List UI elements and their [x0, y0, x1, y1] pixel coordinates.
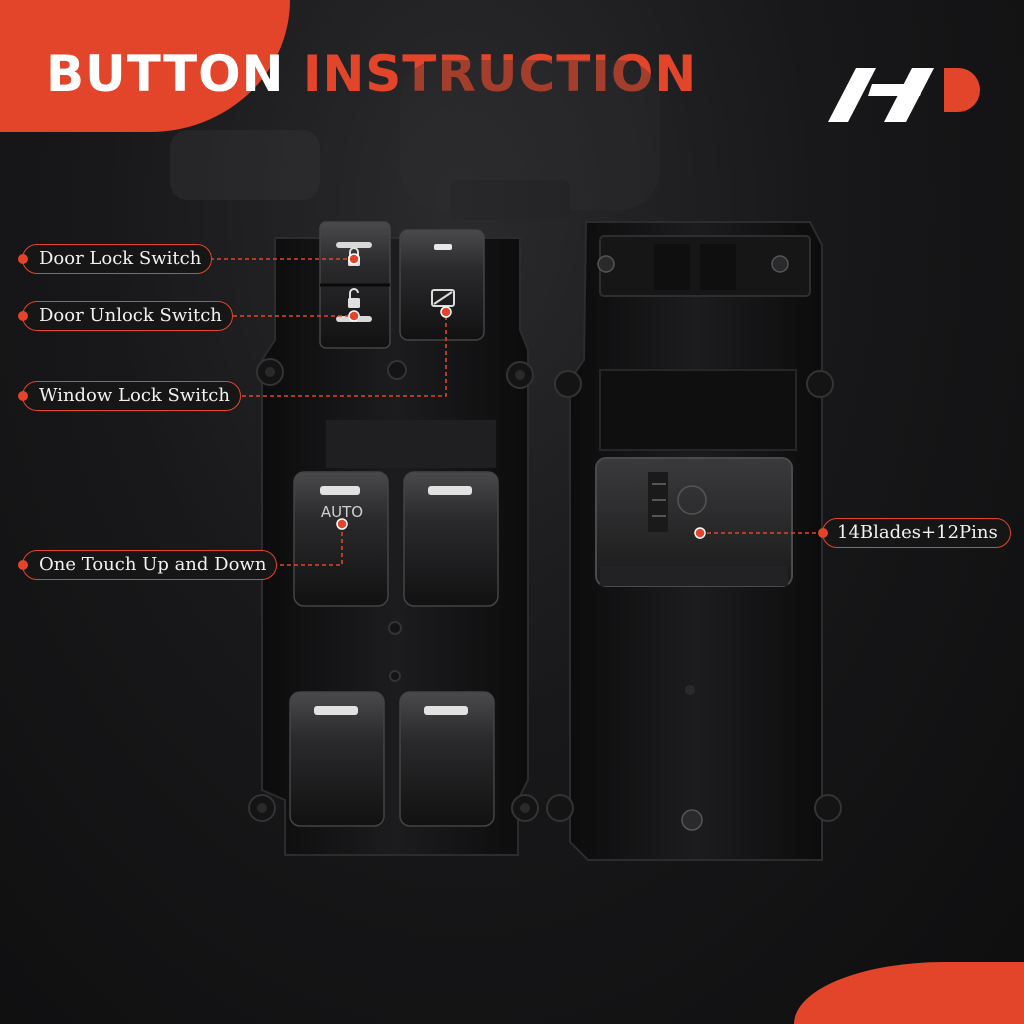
- callout-door-lock-switch: Door Lock Switch: [17, 244, 213, 274]
- background-interior: [170, 60, 660, 220]
- window-lock-icon: [431, 289, 455, 307]
- callout-one-touch-up-down: One Touch Up and Down: [17, 550, 278, 580]
- brand-logo-icon: [828, 68, 980, 122]
- callout-window-lock-switch: Window Lock Switch: [18, 381, 241, 411]
- callout-connector-pins: 14Blades+12Pins: [818, 518, 1011, 548]
- title-part-1: BUTTON: [46, 45, 285, 103]
- switch-back-unit: [546, 221, 842, 861]
- page-title: BUTTON INSTRUCTION: [46, 44, 697, 104]
- callout-leaders: [196, 258, 826, 566]
- callout-door-unlock-switch: Door Unlock Switch: [18, 301, 233, 331]
- auto-label: AUTO: [321, 503, 363, 521]
- switch-front-unit: AUTO: [248, 221, 539, 856]
- callout-target-dots: [336, 253, 706, 539]
- padlock-open-icon: [348, 288, 360, 308]
- title-part-2: INSTRUCTION: [303, 45, 697, 103]
